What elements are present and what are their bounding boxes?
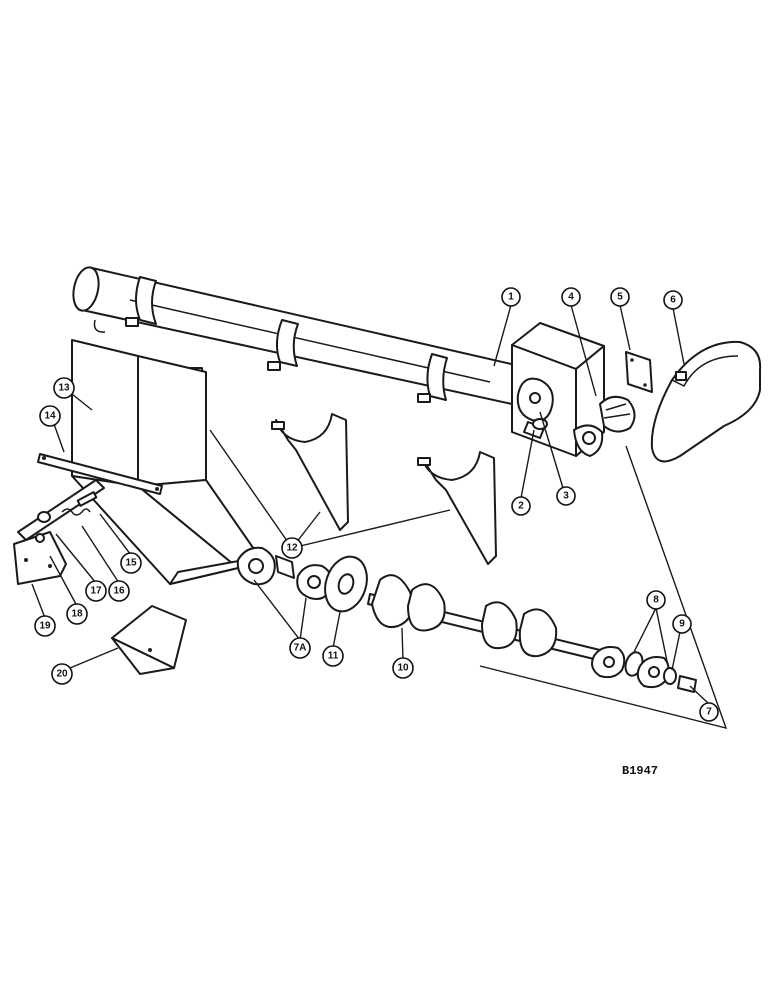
svg-text:13: 13 xyxy=(58,383,70,394)
auger-tube xyxy=(72,266,521,405)
callout-2: 2 xyxy=(511,496,531,516)
callout-10: 10 xyxy=(392,657,414,679)
callout-4: 4 xyxy=(561,287,581,307)
callout-18: 18 xyxy=(66,603,88,625)
svg-text:12: 12 xyxy=(286,543,298,554)
svg-text:3: 3 xyxy=(563,491,569,502)
svg-text:18: 18 xyxy=(71,609,83,620)
hopper-rod xyxy=(37,453,163,495)
callout-3: 3 xyxy=(556,486,576,506)
callout-7a: 7A xyxy=(289,637,311,659)
callout-15: 15 xyxy=(120,552,142,574)
callout-12: 12 xyxy=(281,537,303,559)
svg-text:19: 19 xyxy=(39,621,51,632)
callout-7: 7 xyxy=(699,702,719,722)
callout-14: 14 xyxy=(39,405,61,427)
callout-17: 17 xyxy=(85,580,107,602)
gearbox-shield xyxy=(650,340,762,463)
svg-text:6: 6 xyxy=(670,295,676,306)
callout-19: 19 xyxy=(34,615,56,637)
callout-16: 16 xyxy=(108,580,130,602)
svg-text:11: 11 xyxy=(328,651,339,662)
callout-13: 13 xyxy=(53,377,75,399)
svg-text:9: 9 xyxy=(679,619,685,630)
svg-text:5: 5 xyxy=(617,292,623,303)
drawing-reference-code: B1947 xyxy=(622,764,658,778)
end-bearing-parts xyxy=(591,646,697,693)
svg-text:10: 10 xyxy=(397,663,409,674)
bearing-flanges xyxy=(236,546,368,613)
svg-text:16: 16 xyxy=(113,586,125,597)
callout-9: 9 xyxy=(672,614,692,634)
svg-text:14: 14 xyxy=(44,411,56,422)
leader-lines xyxy=(31,304,728,729)
svg-text:7A: 7A xyxy=(294,643,307,654)
tube-bands xyxy=(125,276,448,403)
svg-text:20: 20 xyxy=(56,669,68,680)
gearbox-housing xyxy=(511,322,605,457)
svg-text:2: 2 xyxy=(518,501,524,512)
latch-assembly xyxy=(13,479,105,585)
callout-11: 11 xyxy=(322,645,344,667)
svg-text:7: 7 xyxy=(706,707,712,718)
hopper xyxy=(71,339,257,585)
callout-8: 8 xyxy=(646,590,666,610)
svg-text:8: 8 xyxy=(653,595,659,606)
callout-5: 5 xyxy=(610,287,630,307)
auger-flighting xyxy=(367,574,601,661)
callout-6: 6 xyxy=(663,290,683,310)
callout-1: 1 xyxy=(501,287,521,307)
hopper-bracket xyxy=(111,605,187,675)
svg-text:4: 4 xyxy=(568,292,574,303)
svg-text:1: 1 xyxy=(508,292,514,303)
svg-text:17: 17 xyxy=(90,586,102,597)
svg-text:15: 15 xyxy=(125,558,137,569)
callout-20: 20 xyxy=(51,663,73,685)
